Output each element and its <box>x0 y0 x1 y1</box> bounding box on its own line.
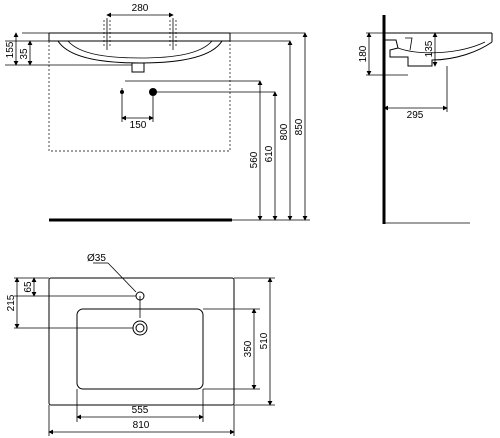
dim-215: 215 <box>6 294 17 311</box>
dim-555: 555 <box>132 405 149 416</box>
dim-350: 350 <box>243 340 254 357</box>
dim-180: 180 <box>358 45 369 62</box>
dim-510: 510 <box>259 332 270 349</box>
dim-150: 150 <box>130 120 147 131</box>
dim-810: 810 <box>133 420 150 431</box>
dim-35: 35 <box>19 48 30 60</box>
dim-155: 155 <box>5 41 16 58</box>
dim-135: 135 <box>424 40 435 57</box>
side-view <box>366 15 493 224</box>
dim-800: 800 <box>279 123 290 140</box>
dim-280: 280 <box>132 3 149 14</box>
dim-295: 295 <box>407 110 424 121</box>
front-view <box>5 12 310 222</box>
dim-65: 65 <box>23 281 34 293</box>
dim-560: 560 <box>249 151 260 168</box>
dim-610: 610 <box>264 145 275 162</box>
dim-diameter-35: Ø35 <box>87 253 106 264</box>
top-view <box>14 262 275 436</box>
dim-850: 850 <box>294 118 305 135</box>
